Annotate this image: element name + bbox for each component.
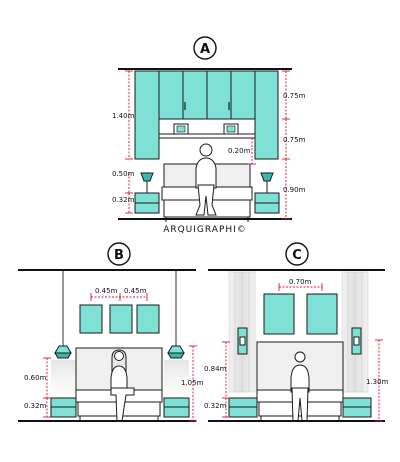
panel-b-badge: B [107,242,131,266]
panel-a-side-cabinets [134,70,279,160]
dim-cabinet-upper: 0.75m [283,92,306,100]
dim-nightstand-height: 0.32m [112,196,135,204]
panel-a-dimension-lines [125,70,290,220]
dim-right-height: 1.05m [181,379,204,387]
panel-a-nightstand-left [134,172,160,214]
panel-b-nightstand-right [163,397,190,418]
svg-text:A: A [200,42,210,57]
panel-b-nightstand-left [50,397,77,418]
panel-c-paintings [263,293,338,335]
panel-b-paintings [79,304,160,334]
panel-c-nightstand-left [228,397,258,418]
dim-nightstand-height: 0.32m [24,402,47,410]
dim-gap-right: 0.45m [124,287,147,295]
dim-cabinet-base: 0.90m [283,186,306,194]
dim-right-height: 1.30m [366,378,389,386]
panel-a-shelf [158,123,256,139]
panel-c-nightstand-right [342,397,372,418]
panel-b-pendant-right [164,270,189,398]
panel-b-pendant-left [51,270,76,398]
dim-total-left: 1.40m [112,112,135,120]
dim-sconce-height: 0.84m [204,365,227,373]
svg-text:B: B [114,248,124,263]
panel-a-person [195,143,217,216]
dim-nightstand-height: 0.32m [204,402,227,410]
panel-a-nightstand-right [254,172,280,214]
panel-c-dimension-lines [222,283,383,422]
brand-watermark: ARQUIGRAPHI© [163,225,247,235]
dim-lamp-height: 0.60m [24,374,47,382]
panel-a: A [112,36,306,235]
panel-a-badge: A [193,36,217,60]
panel-c-sconce-right [351,327,362,355]
panel-b-dimension-lines [43,293,197,422]
panel-c-badge: C [285,242,309,266]
panel-c: C [204,242,389,422]
dim-headroom: 0.20m [228,147,251,155]
panel-b: B [18,242,204,422]
panel-c-sconce-left [237,327,248,355]
panel-b-person [110,349,135,422]
dim-cabinet-lower: 0.75m [283,136,306,144]
dim-nightstand-top: 0.50m [112,170,135,178]
svg-text:C: C [292,248,302,263]
dim-gap-left: 0.45m [95,287,118,295]
dim-art-width: 0.70m [289,278,312,286]
